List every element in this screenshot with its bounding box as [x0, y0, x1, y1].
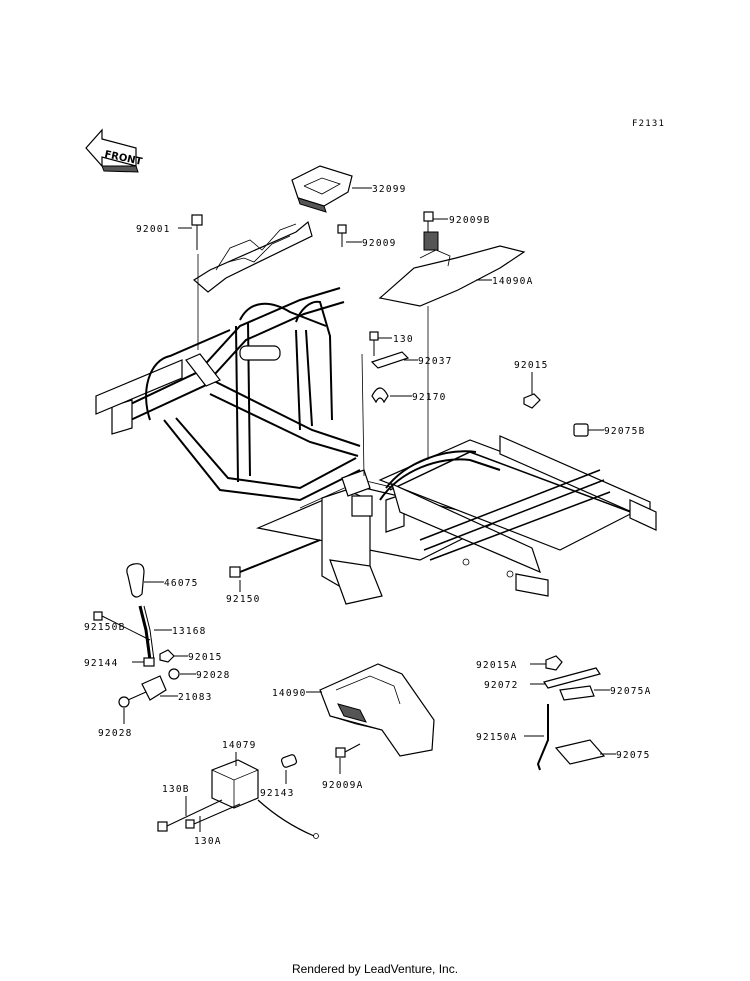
label-92150a: 92150A — [476, 732, 518, 743]
bolt-130a — [185, 803, 241, 829]
nut-92015a — [545, 655, 563, 671]
footer-credit: Rendered by LeadVenture, Inc. — [291, 962, 459, 976]
label-92015-mid: 92015 — [188, 652, 223, 663]
rod-92150a — [536, 704, 549, 771]
plate-14090a — [378, 231, 526, 307]
label-92072: 92072 — [484, 680, 519, 691]
link-21083 — [127, 675, 167, 701]
label-92028-b: 92028 — [98, 728, 133, 739]
frame-assembly — [95, 254, 657, 605]
bolt-92009 — [337, 224, 347, 247]
bracket-92072 — [543, 667, 601, 689]
pad-92075a — [559, 685, 595, 701]
bracket-left — [192, 220, 313, 293]
washer-92144 — [143, 657, 155, 667]
label-92143: 92143 — [260, 788, 295, 799]
bolt-92150b — [93, 611, 151, 641]
clamp-92170 — [371, 387, 389, 404]
bolt-130 — [369, 331, 379, 356]
label-92009a: 92009A — [322, 780, 364, 791]
label-130: 130 — [393, 334, 414, 345]
label-92009b: 92009B — [449, 215, 491, 226]
label-92001: 92001 — [136, 224, 171, 235]
label-130b: 130B — [162, 784, 190, 795]
label-46075: 46075 — [164, 578, 199, 589]
bolt-92150 — [229, 539, 321, 578]
label-92170: 92170 — [412, 392, 447, 403]
label-92150: 92150 — [226, 594, 261, 605]
label-92015-top: 92015 — [514, 360, 549, 371]
nut-92015-top — [523, 393, 541, 409]
label-92037: 92037 — [418, 356, 453, 367]
bolt-92009a — [335, 743, 361, 758]
label-92075b: 92075B — [604, 426, 646, 437]
nut-92015-mid — [159, 649, 175, 663]
pad-92075b — [573, 423, 589, 437]
label-14090a: 14090A — [492, 276, 534, 287]
nut-92028-b — [118, 696, 130, 708]
bolt-130b — [157, 799, 223, 832]
label-130a: 130A — [194, 836, 222, 847]
label-92144: 92144 — [84, 658, 119, 669]
label-92075: 92075 — [616, 750, 651, 761]
lever-13168 — [138, 605, 155, 661]
clamp-92037 — [370, 351, 410, 369]
label-32099: 32099 — [372, 184, 407, 195]
nut-92028-a — [168, 668, 180, 680]
label-13168: 13168 — [172, 626, 207, 637]
pad-92075 — [554, 739, 606, 765]
bolt-92001 — [191, 214, 203, 250]
cover-14090 — [319, 663, 435, 757]
label-92015a: 92015A — [476, 660, 518, 671]
label-14079: 14079 — [222, 740, 257, 751]
front-arrow-icon: FRONT — [85, 128, 143, 173]
label-92075a: 92075A — [610, 686, 652, 697]
spacer-92143 — [280, 754, 298, 768]
label-92150b: 92150B — [84, 622, 126, 633]
label-92028-a: 92028 — [196, 670, 231, 681]
cover-32099 — [291, 165, 353, 213]
bracket-14079 — [211, 759, 319, 839]
label-92009: 92009 — [362, 238, 397, 249]
front-arrow-label: FRONT — [103, 149, 143, 168]
figure-code: F2131 — [632, 119, 665, 129]
label-14090: 14090 — [272, 688, 307, 699]
label-21083: 21083 — [178, 692, 213, 703]
knob-46075 — [126, 563, 145, 598]
